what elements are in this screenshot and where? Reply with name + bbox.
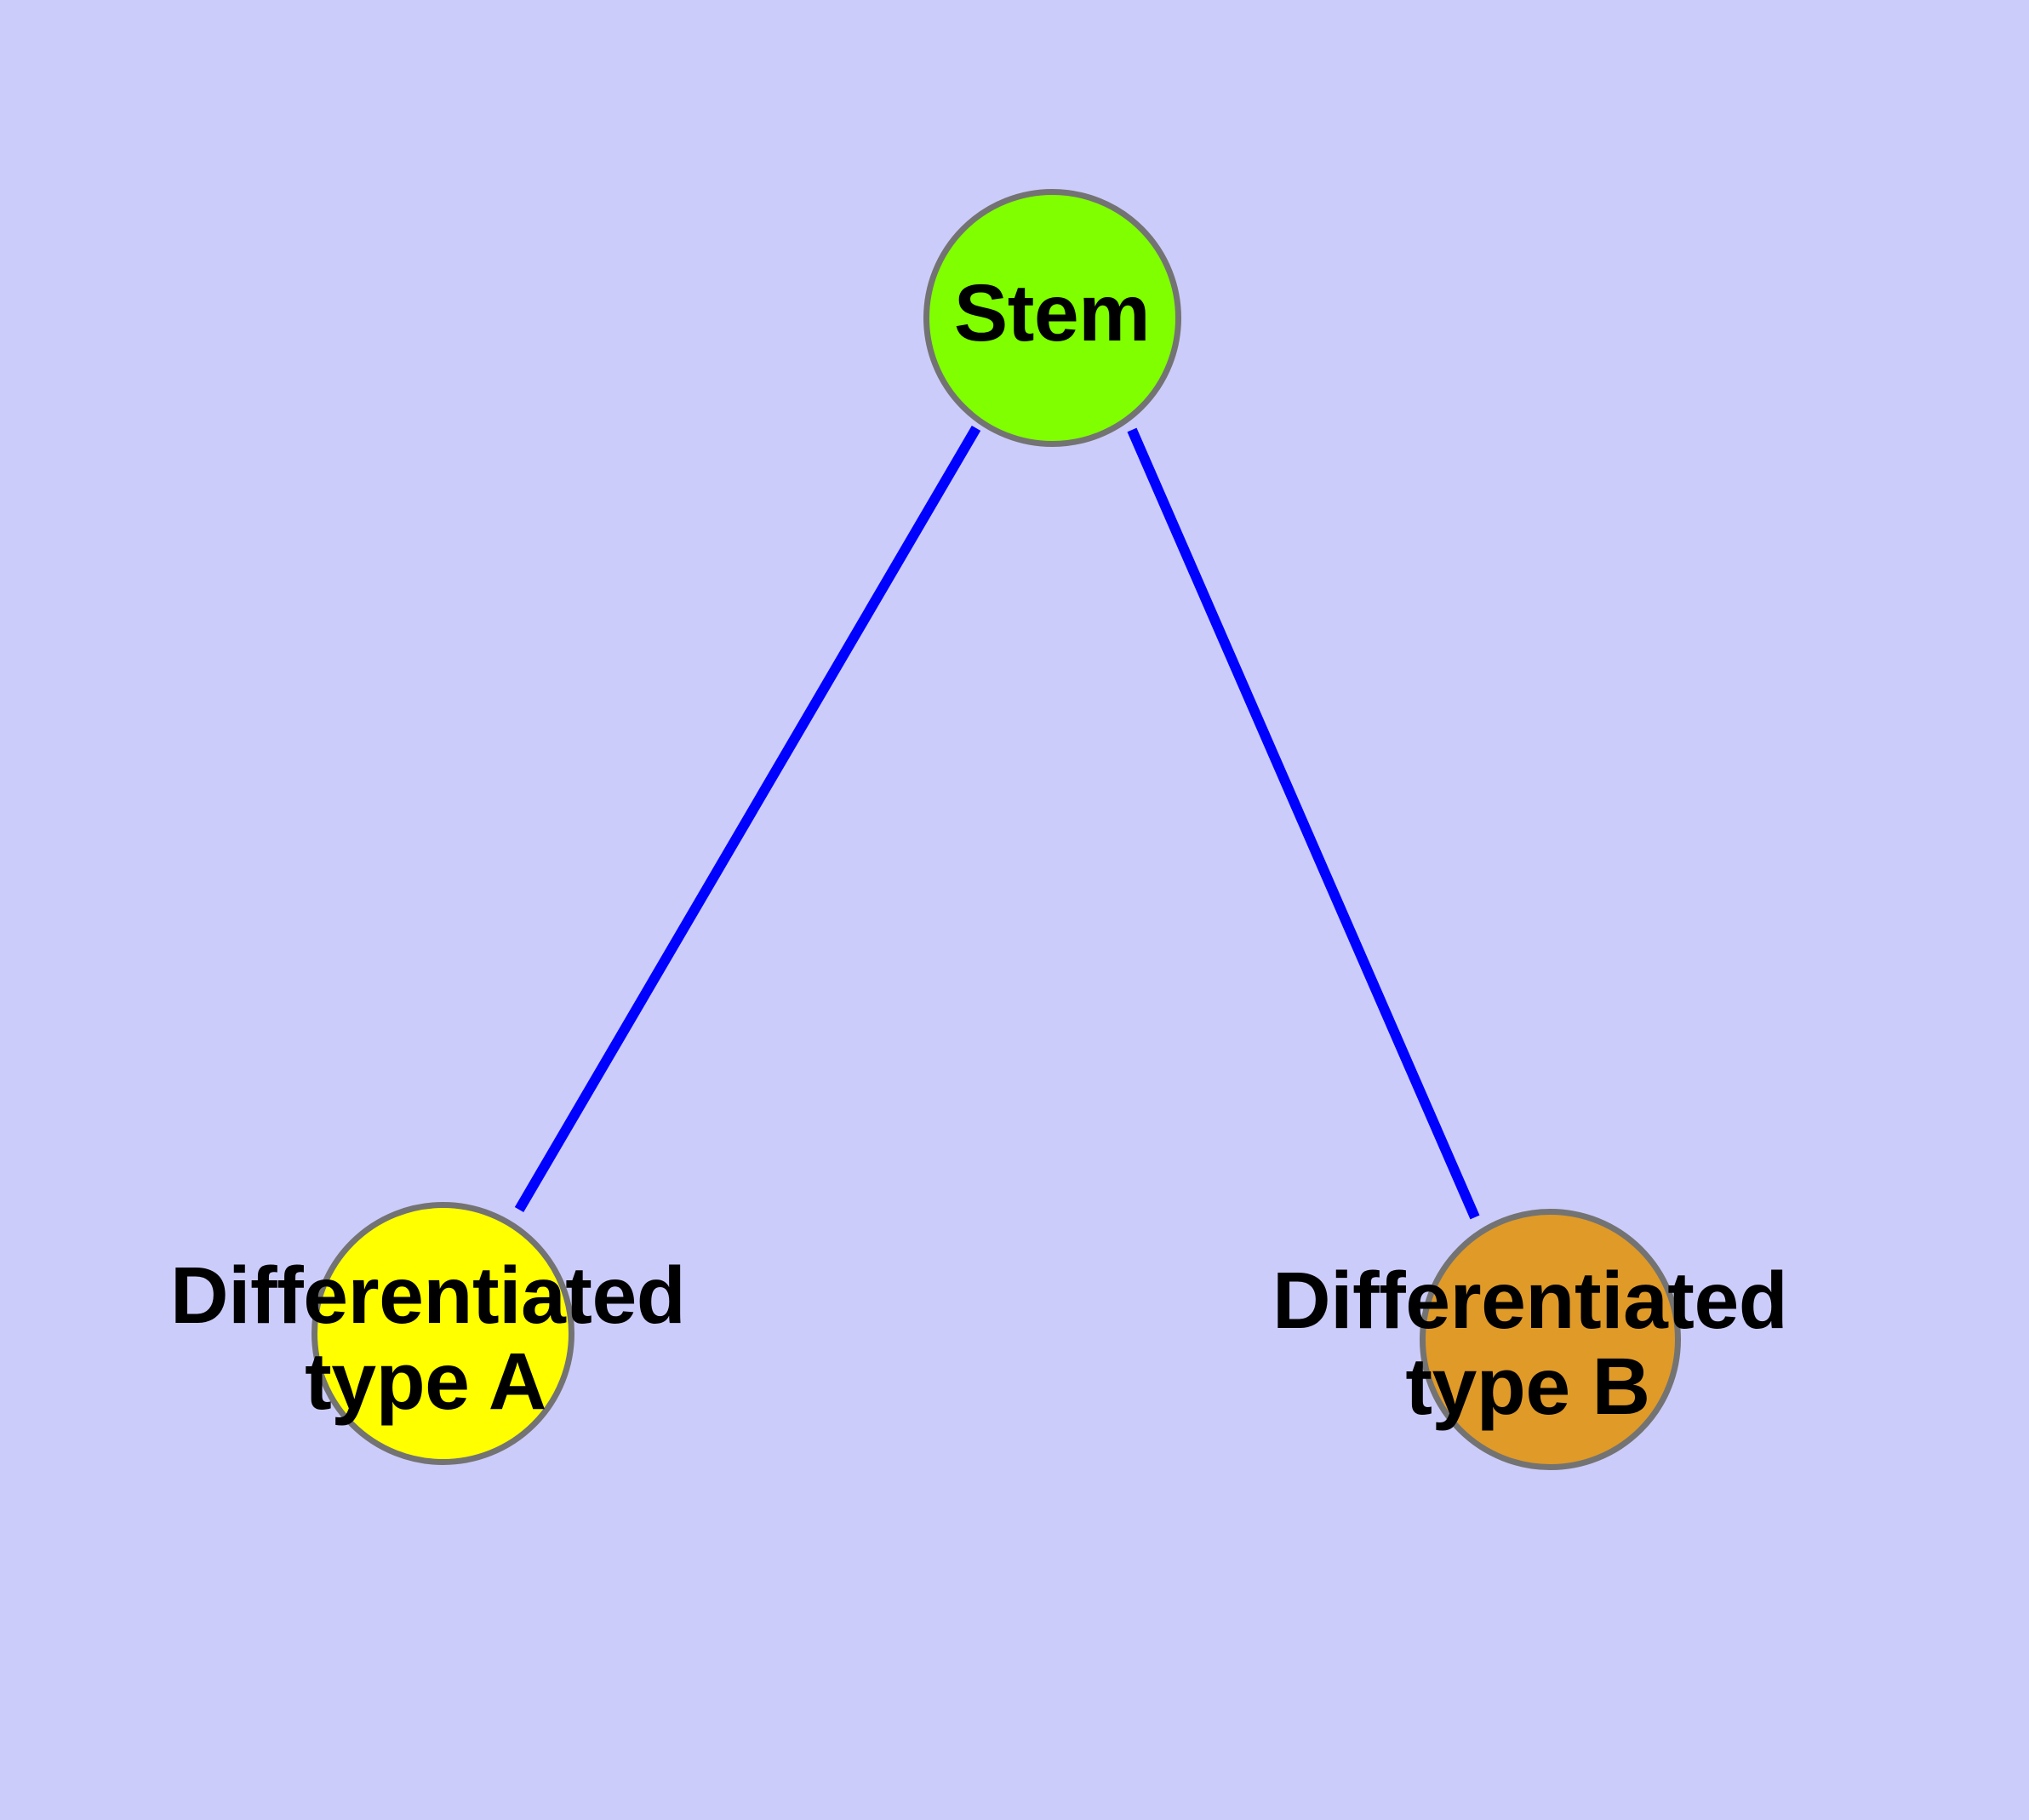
node-differentiated-type-a[interactable] [311,1202,574,1465]
node-stem[interactable] [923,189,1181,447]
edge-stem-to-differentiated-type-b [1127,427,1480,1220]
edge-stem-to-differentiated-type-a [514,425,981,1213]
node-differentiated-type-b[interactable] [1420,1209,1681,1470]
